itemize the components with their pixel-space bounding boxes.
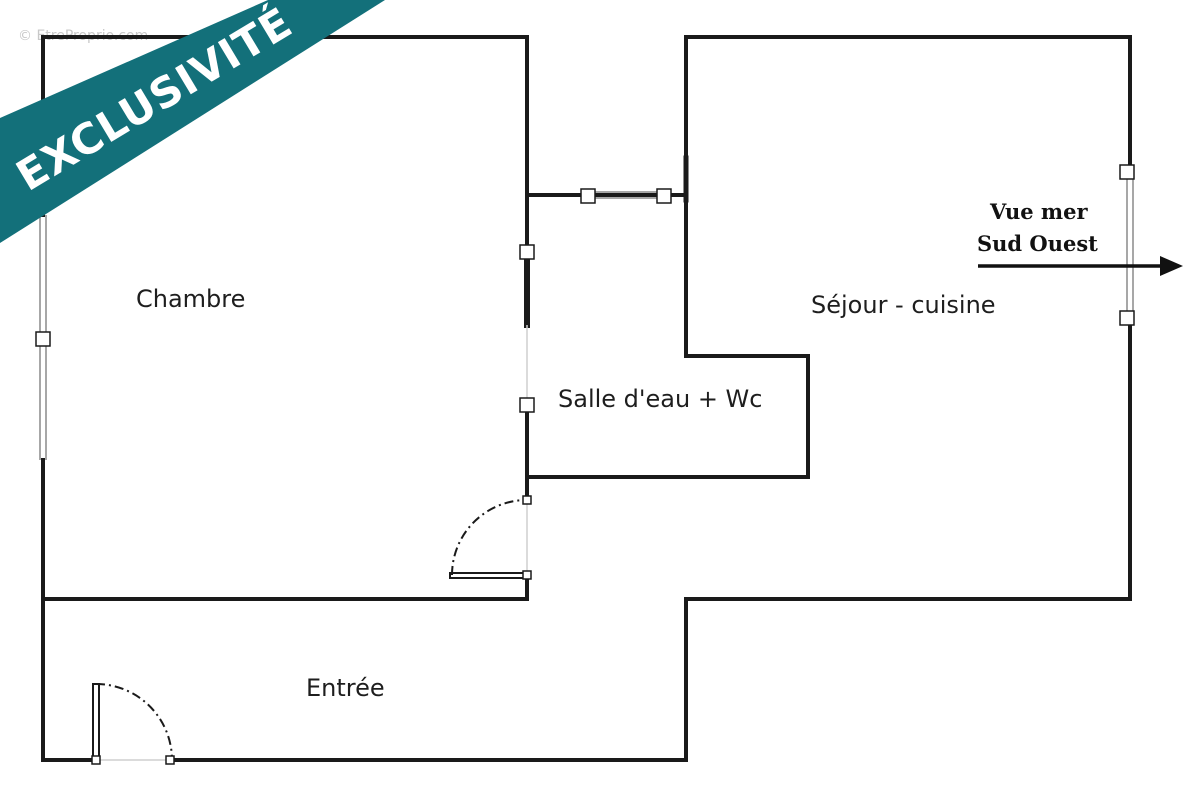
door-chambre-post-top xyxy=(522,495,532,505)
window-top-post-right xyxy=(656,188,672,204)
room-label-salle-eau: Salle d'eau + Wc xyxy=(558,385,762,413)
post-salle-eau-lower xyxy=(519,397,535,413)
room-label-sejour: Séjour - cuisine xyxy=(811,291,996,319)
door-chambre-leaf xyxy=(449,572,528,579)
view-annotation: Vue mer Sud Ouest xyxy=(977,199,1183,276)
arrow-right-icon xyxy=(978,256,1183,276)
door-entree-swing xyxy=(95,683,173,761)
door-chambre-post-bottom xyxy=(522,570,532,580)
wall-sejour-right-lower xyxy=(684,318,1132,762)
door-entree-post-left xyxy=(91,755,101,765)
wall-salle-eau xyxy=(525,158,810,479)
room-label-entree: Entrée xyxy=(306,674,385,702)
post-salle-eau-upper xyxy=(519,244,535,260)
badge-band xyxy=(0,0,385,243)
door-entree-post-right xyxy=(165,755,175,765)
window-right-post-bottom xyxy=(1119,310,1135,326)
window-top-post-left xyxy=(580,188,596,204)
door-entree-leaf xyxy=(92,683,100,761)
wall-chambre-bottom xyxy=(41,573,529,601)
walls xyxy=(41,35,1132,762)
windows xyxy=(35,164,1135,460)
window-right-post-top xyxy=(1119,164,1135,180)
view-label-line1: Vue mer xyxy=(989,199,1088,224)
doors xyxy=(91,495,532,765)
view-label-line2: Sud Ouest xyxy=(977,231,1098,256)
room-label-chambre: Chambre xyxy=(136,285,245,313)
wall-sejour-outer xyxy=(684,35,1132,197)
window-left-post xyxy=(35,331,51,347)
door-chambre-swing xyxy=(451,499,528,576)
